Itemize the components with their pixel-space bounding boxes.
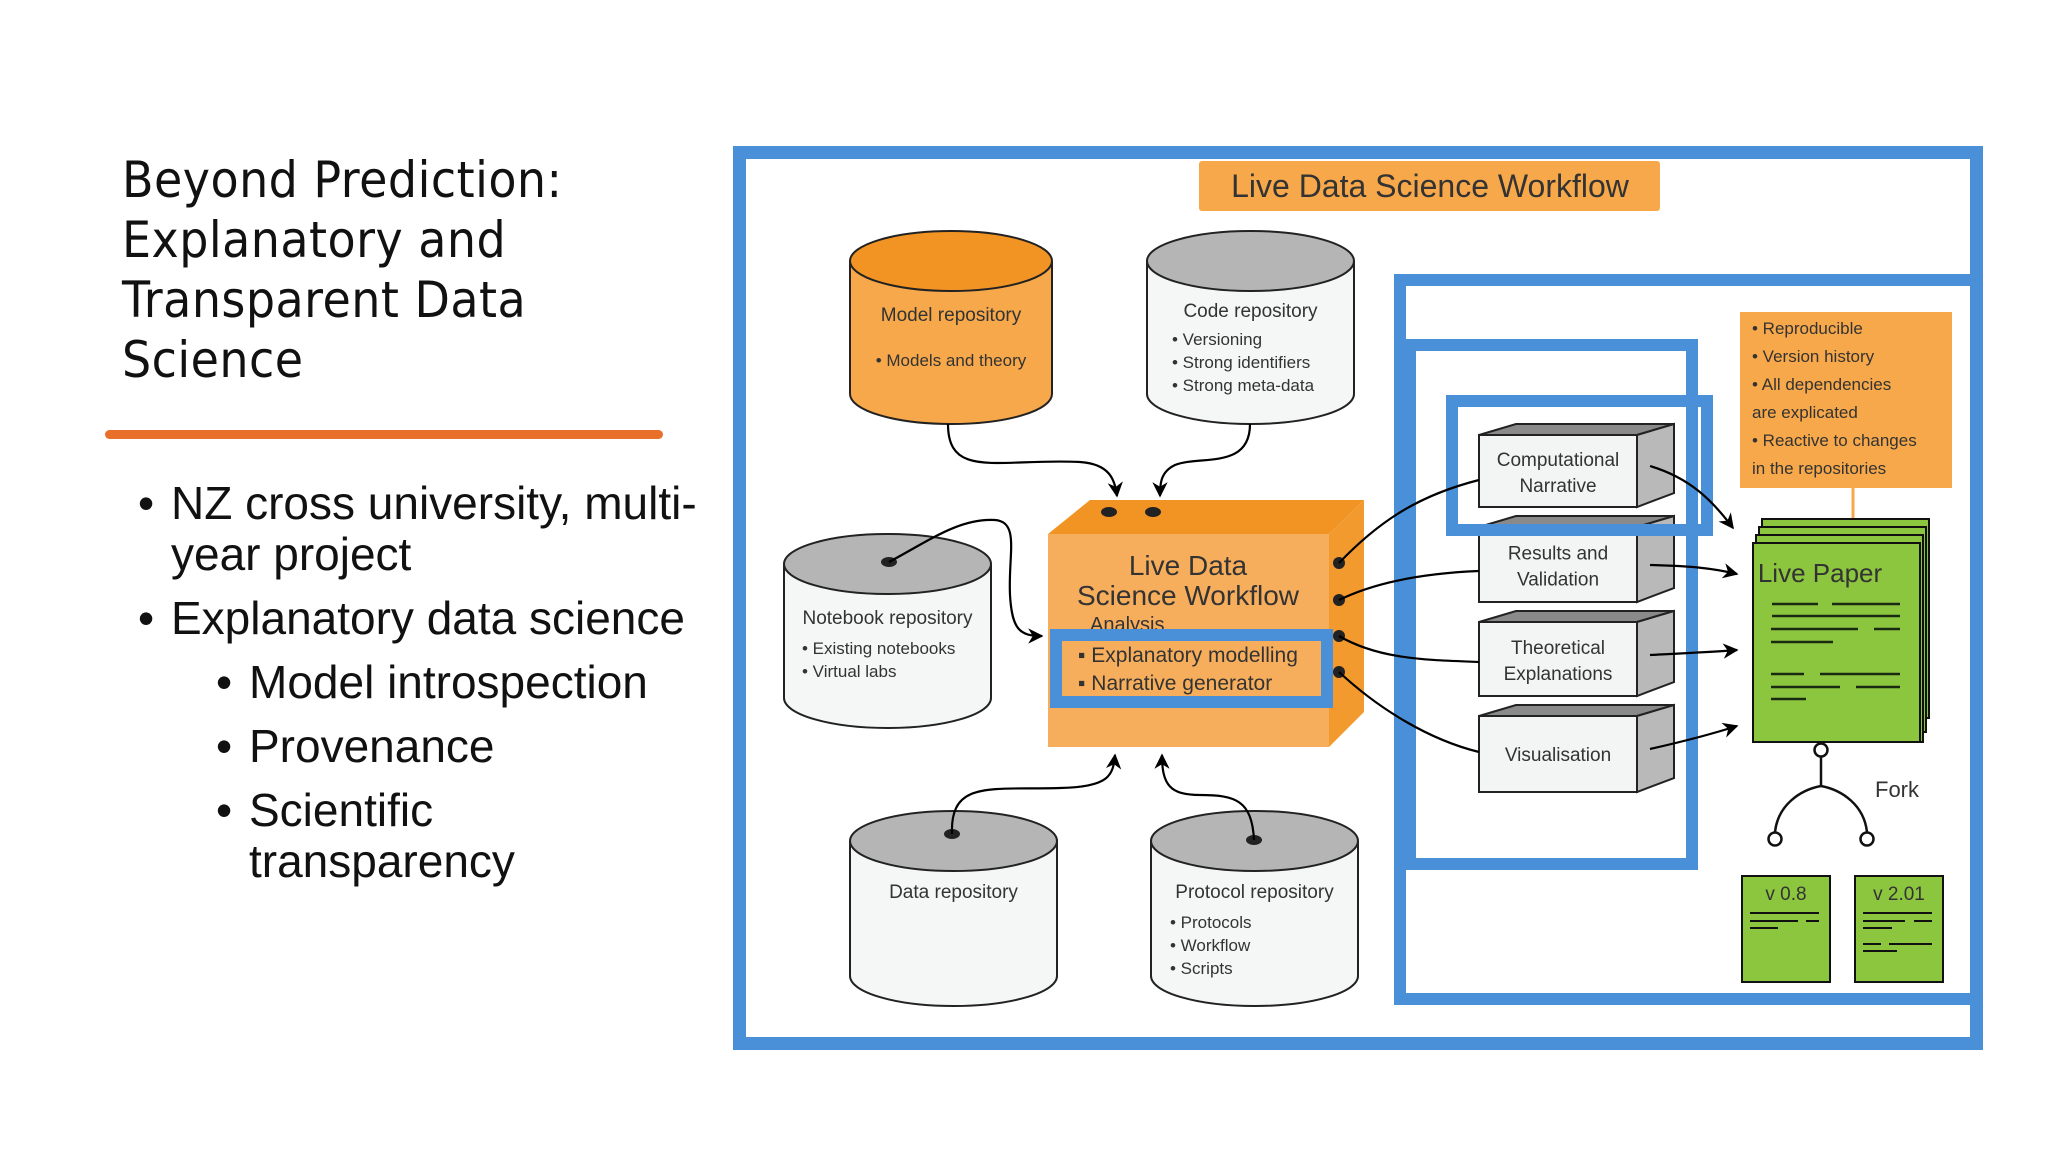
output-label-line1: Results and (1508, 544, 1608, 565)
fork-label: Fork (1875, 777, 1920, 802)
output-label-line2: Validation (1517, 570, 1599, 591)
repository-item: • Strong identifiers (1172, 353, 1310, 372)
repository-item: • Models and theory (876, 351, 1027, 370)
properties-notes: • Reproducible • Version history • All dep… (1752, 319, 1917, 478)
repository-title: Model repository (881, 305, 1022, 326)
note-line: in the repositories (1752, 459, 1886, 478)
central-item-2: ▪ Narrative generator (1078, 672, 1272, 695)
connector-data-to-central (950, 753, 1122, 835)
output-label-line1: Theoretical (1511, 638, 1605, 659)
connector-theoretical-to-paper (1649, 643, 1739, 659)
repository-item: • Virtual labs (802, 662, 896, 681)
bullet-item: Provenance (216, 721, 698, 773)
connector-central-to-theoretical (1338, 635, 1480, 664)
repository-item: • Scripts (1170, 959, 1233, 978)
notebook-repository: Notebook repository • Existing notebooks •… (783, 533, 992, 729)
bullet-item: Explanatory data science (138, 593, 698, 645)
connector-central-to-results (1338, 569, 1480, 601)
output-frame (1394, 274, 1982, 1005)
connector-notebook-to-central (888, 518, 1044, 644)
diagram-header-box (1199, 161, 1660, 211)
repository-title: Notebook repository (802, 608, 973, 629)
repository-item: • Strong meta-data (1172, 376, 1315, 395)
central-item-1: ▪ Explanatory modelling (1078, 644, 1298, 667)
connector-model-to-central (946, 423, 1123, 498)
repository-title: Data repository (889, 882, 1018, 903)
version-0-8: v 0.8 (1741, 875, 1831, 983)
note-line: are explicated (1752, 403, 1858, 422)
connector-code-to-central (1152, 423, 1252, 498)
live-paper-stack: Live Paper (1752, 518, 1930, 743)
code-repository: Code repository • Versioning • Strong iden… (1146, 230, 1355, 425)
data-repository: Data repository (849, 810, 1058, 1007)
connector-central-to-visualisation (1338, 671, 1480, 754)
computational-narrative-highlight (1446, 395, 1713, 536)
note-line: • All dependencies (1752, 375, 1891, 394)
note-line: • Reactive to changes (1752, 431, 1917, 450)
note-line: • Version history (1752, 347, 1875, 366)
protocol-repository: Protocol repository • Protocols • Workflow… (1150, 810, 1359, 1007)
connector-protocol-to-central (1154, 753, 1256, 841)
title-underline (105, 430, 663, 439)
version-label: v 0.8 (1765, 884, 1806, 905)
connector-visualisation-to-paper (1649, 722, 1739, 751)
output-label-line1: Computational (1497, 450, 1620, 471)
central-title-line1: Live Data (1129, 550, 1248, 581)
output-box: Visualisation (1478, 703, 1675, 794)
connector-central-to-narrative (1338, 478, 1480, 564)
version-label: v 2.01 (1873, 884, 1925, 905)
output-label-line2: Explanations (1504, 664, 1613, 685)
bullet-item: Scientific transparency (216, 785, 698, 887)
connector-narrative-to-paper (1649, 464, 1734, 530)
repository-title: Code repository (1183, 301, 1318, 322)
repository-item: • Workflow (1170, 936, 1251, 955)
repository-item: • Existing notebooks (802, 639, 955, 658)
connector-results-to-paper (1649, 563, 1739, 579)
central-title-line2: Science Workflow (1077, 580, 1300, 611)
analysis-output-frame (1404, 339, 1698, 870)
repository-title: Protocol repository (1175, 882, 1334, 903)
central-workflow-box: Live Data Science Workflow Analysis ▪ Ex… (1048, 500, 1364, 747)
model-repository: Model repository • Models and theory (849, 230, 1053, 425)
connectors (888, 423, 1739, 841)
output-label-line1: Visualisation (1505, 745, 1611, 766)
bullet-item: Model introspection (216, 657, 698, 709)
slide-title: Beyond Prediction: Explanatory and Trans… (122, 151, 563, 389)
properties-notes-box (1740, 312, 1952, 488)
fork-icon (1767, 742, 1875, 847)
explanatory-highlight-frame (1050, 629, 1333, 708)
note-line: • Reproducible (1752, 319, 1863, 338)
bullet-list: NZ cross university, multi-year projectE… (138, 478, 698, 900)
repository-item: • Versioning (1172, 330, 1262, 349)
version-2-01: v 2.01 (1854, 875, 1944, 983)
repository-item: • Protocols (1170, 913, 1252, 932)
bullet-item: NZ cross university, multi-year project (138, 478, 698, 580)
diagram-header: Live Data Science Workflow (1231, 168, 1630, 204)
live-paper-label: Live Paper (1758, 558, 1883, 588)
output-label-line2: Narrative (1519, 476, 1596, 497)
